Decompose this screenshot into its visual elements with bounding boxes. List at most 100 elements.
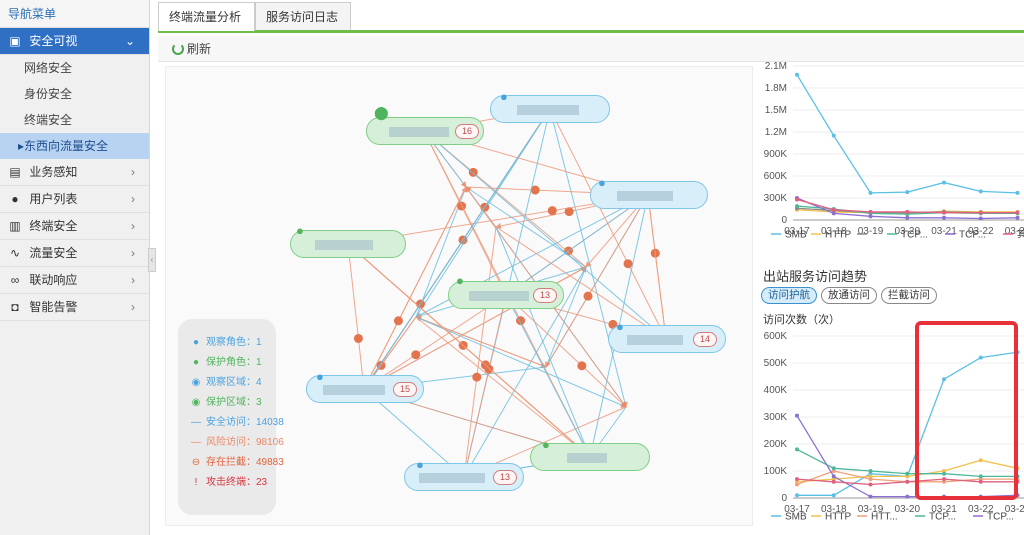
graph-edge (545, 194, 649, 368)
sidebar-group-linkage[interactable]: ∞ 联动响应 › (0, 267, 149, 294)
redacted-label (315, 240, 373, 250)
block-marker-icon (623, 259, 633, 269)
y-tick-label: 1.5M (765, 105, 787, 116)
x-tick-label: 03-17 (784, 226, 810, 237)
filter-allowed-button[interactable]: 放通访问 (821, 287, 877, 304)
legend-value: 98106 (256, 437, 284, 448)
y-tick-label: 300K (764, 412, 788, 423)
graph-node-protected-role[interactable] (290, 230, 406, 258)
briefcase-icon: ▤ (9, 165, 21, 179)
sidebar-item-label: 东西向流量安全 (24, 139, 109, 153)
y-tick-label: 500K (764, 358, 788, 369)
sidebar-item-network-security[interactable]: 网络安全 (24, 61, 73, 75)
redacted-label (323, 385, 385, 395)
data-point (795, 447, 799, 452)
data-point (942, 215, 946, 220)
outbound-trend-title: 出站服务访问趋势 (763, 269, 868, 284)
sidebar-title: 导航菜单 (0, 0, 149, 28)
pulse-icon: ∿ (9, 246, 21, 260)
tab-terminal-traffic[interactable]: 终端流量分析 (158, 2, 255, 31)
location-pin-icon: ● (542, 437, 550, 452)
sidebar-group-alarm[interactable]: ◘ 智能告警 › (0, 294, 149, 321)
graph-node-observed-zone-4[interactable]: 13 (404, 463, 524, 491)
data-point (868, 494, 873, 499)
sidebar-collapse-handle[interactable]: ‹ (148, 248, 156, 272)
sidebar-item-endpoint-security[interactable]: 终端安全 (24, 113, 73, 127)
graph-edge (505, 194, 649, 296)
data-point (942, 377, 946, 382)
filter-blocked-button[interactable]: 拦截访问 (881, 287, 937, 304)
x-tick-label: 03-17 (784, 504, 810, 515)
location-pin-icon: ● (598, 175, 606, 190)
legend-safe-access: —安全访问：14038 (190, 413, 284, 433)
terminal-icon: ▥ (9, 219, 21, 233)
data-point (831, 493, 836, 498)
graph-node-observed-zone-1[interactable] (590, 181, 708, 209)
legend-label: HTT... (871, 512, 898, 523)
legend-label: 其 (1017, 229, 1024, 241)
user-role-icon: ● (296, 223, 304, 238)
graph-node-observed-zone-3[interactable]: 15 (306, 375, 424, 403)
graph-node-protected-zone-3[interactable] (530, 443, 650, 471)
x-tick-label: 03-23 (1005, 504, 1024, 515)
sidebar-group-business[interactable]: ▤ 业务感知 › (0, 159, 149, 186)
graph-edge (647, 194, 669, 340)
refresh-label: 刷新 (187, 42, 212, 56)
graph-node-observed-zone-2[interactable]: 14 (608, 325, 726, 353)
filter-escort-button[interactable]: 访问护航 (761, 287, 817, 304)
data-point (905, 215, 910, 220)
caret-right-icon: ▸ (18, 139, 25, 153)
tab-service-log[interactable]: 服务访问日志 (255, 2, 351, 30)
legend-value: 23 (256, 477, 268, 488)
refresh-button[interactable]: 刷新 (172, 41, 211, 57)
block-marker-icon (583, 291, 593, 301)
sidebar-group-terminal[interactable]: ▥ 终端安全 › (0, 213, 149, 240)
graph-edge (461, 226, 497, 478)
data-point (868, 469, 873, 473)
data-point (831, 466, 836, 471)
sidebar-group-label: 流量安全 (29, 246, 78, 260)
legend-label: HTTP (825, 230, 851, 241)
legend-label: TCP... (987, 512, 1014, 523)
legend-label: 存在拦截： (206, 457, 256, 468)
graph-node-observed-role[interactable] (490, 95, 610, 123)
location-pin-icon: ● (456, 273, 464, 288)
chart-y-axis-label: 访问次数（次） (763, 314, 840, 326)
x-tick-label: 03-21 (931, 504, 957, 515)
sidebar-item-identity-security[interactable]: 身份安全 (24, 87, 73, 101)
user-icon: ● (192, 357, 200, 368)
sidebar-group-security-visual[interactable]: ▣ 安全可视 ⌄ (0, 28, 149, 55)
legend-value: 49883 (256, 457, 284, 468)
sidebar-item-east-west-traffic[interactable]: ▸东西向流量安全 (0, 133, 149, 159)
data-point (978, 479, 983, 484)
sidebar-group-users[interactable]: ● 用户列表 › (0, 186, 149, 213)
sidebar-group-label: 智能告警 (29, 300, 78, 314)
y-tick-label: 600K (764, 171, 788, 182)
exclamation-icon: ! (194, 477, 198, 488)
graph-node-protected-zone-2[interactable]: 13 (448, 281, 564, 309)
data-point (868, 482, 873, 487)
legend-value: 14038 (256, 417, 284, 428)
chevron-right-icon: › (131, 192, 135, 206)
sidebar-group-traffic[interactable]: ∿ 流量安全 › (0, 240, 149, 267)
graph-edge (463, 266, 587, 478)
user-icon: ● (11, 192, 19, 206)
data-point (831, 133, 836, 138)
legend-label: 风险访问： (206, 437, 256, 448)
node-badge: 14 (693, 332, 717, 347)
legend-protected-zone: ◉保护区域：3 (190, 393, 276, 413)
data-point (942, 471, 946, 476)
x-tick-label: 03-19 (858, 504, 884, 515)
refresh-icon (172, 43, 184, 55)
y-tick-label: 600K (764, 331, 788, 342)
line-icon: — (191, 417, 201, 428)
graph-edge (363, 294, 507, 390)
y-tick-label: 0 (781, 493, 787, 504)
data-point (795, 197, 799, 202)
data-point (978, 216, 983, 221)
graph-edge (363, 108, 551, 390)
graph-node-protected-zone-1[interactable]: 16 (366, 117, 484, 145)
